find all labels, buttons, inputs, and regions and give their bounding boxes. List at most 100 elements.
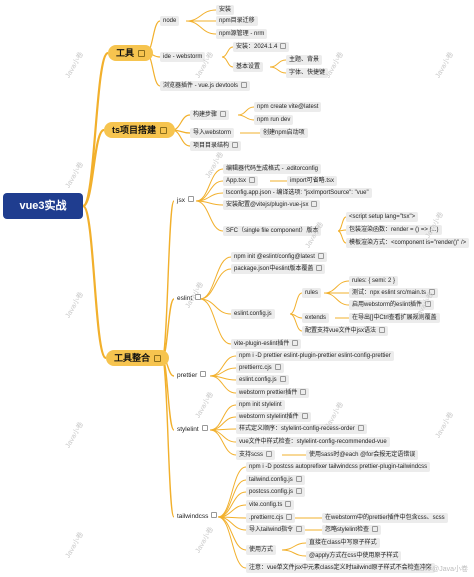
node-vite-config[interactable]: vite.config.ts <box>246 500 295 510</box>
node-browser-plugin[interactable]: 浏览器插件 - vue.js devtools <box>160 81 251 91</box>
node-rules-test[interactable]: 测试：npx eslint src/main.ts <box>349 288 439 298</box>
node-plugin-vue-jsx[interactable]: 安装配置@vitejs/plugin-vue-jsx <box>223 200 321 210</box>
note-icon <box>280 43 287 49</box>
node-create-vite[interactable]: npm create vite@latest <box>254 102 322 112</box>
node-eslint-init[interactable]: npm init @eslint/config@latest <box>231 252 327 262</box>
branch-ts-setup-label: ts项目搭建 <box>112 125 157 135</box>
node-label: @apply方式在css中使用原子样式 <box>309 553 399 559</box>
node-label: tailwind.config.js <box>249 477 293 483</box>
note-icon <box>295 476 302 482</box>
node-stylelint-order[interactable]: 样式定义顺序：stylelint-config-recess-order <box>236 424 367 434</box>
node-eslint-config[interactable]: eslint.config.js <box>231 309 275 319</box>
node-eslint[interactable]: eslint <box>174 294 204 304</box>
link <box>281 549 307 557</box>
node-render-fn[interactable]: 包装渲染函数：render = () => (...) <box>346 225 442 235</box>
node-label: webstorm stylelint插件 <box>239 414 299 420</box>
node-build-steps[interactable]: 构建步骤 <box>190 110 230 120</box>
node-prettierrc[interactable]: prettierrc.cjs <box>236 363 284 373</box>
link <box>209 416 237 431</box>
node-tw-prettierrc[interactable]: .prettierrc.cjs <box>246 513 296 523</box>
node-stylelint-scss[interactable]: 支持scss <box>236 450 276 460</box>
node-tailwind-config[interactable]: tailwind.config.js <box>246 475 305 485</box>
node-vue-jsx-syntax[interactable]: 配置支持vue文件中jsx语法 <box>302 326 389 336</box>
node-stylelint-vue[interactable]: vue文件中样式检查：stylelint-config-recommended-… <box>236 437 390 447</box>
node-font[interactable]: 字体、快捷键 <box>286 68 329 78</box>
node-rules[interactable]: rules <box>302 288 322 298</box>
node-stylelint-ws[interactable]: webstorm stylelint插件 <box>236 412 311 422</box>
node-tailwind[interactable]: tailwindcss <box>174 512 220 522</box>
note-icon <box>285 501 292 507</box>
node-prettier[interactable]: prettier <box>174 371 209 381</box>
node-vite-eslint[interactable]: vite-plugin-eslint插件 <box>231 339 302 349</box>
node-node[interactable]: node <box>160 16 180 26</box>
node-ide-install[interactable]: 安装：2024.1.4 <box>233 42 290 52</box>
branch-ts-setup[interactable]: ts项目搭建 <box>104 122 176 138</box>
node-tw-usage[interactable]: 使用方式 <box>246 545 277 555</box>
node-label: rules <box>305 290 319 296</box>
node-import-ws[interactable]: 导入webstorm <box>190 128 235 138</box>
root-node[interactable]: vue3实战 <box>3 193 83 219</box>
node-import-tsx[interactable]: import可省略.tsx <box>287 176 338 186</box>
node-sfc[interactable]: SFC（single file component）版本 <box>223 226 322 236</box>
note-icon <box>274 364 281 370</box>
node-script-setup[interactable]: <script setup lang="tsx"> <box>346 212 419 222</box>
link <box>185 9 217 22</box>
node-label: jsx <box>177 197 185 204</box>
node-theme[interactable]: 主题、背景 <box>286 55 323 65</box>
node-tsconfig[interactable]: tsconfig.app.json - 编译选项: "jsxImportSour… <box>223 188 372 198</box>
link <box>217 491 247 518</box>
node-install[interactable]: 安装 <box>216 5 235 15</box>
node-nrm[interactable]: npm源管理 - nrm <box>216 29 268 39</box>
branch-tools[interactable]: 工具 <box>108 45 154 61</box>
node-template-render[interactable]: 模板渲染方式：<component is="render()" /> <box>346 238 470 248</box>
node-app-tsx[interactable]: App.tsx <box>223 176 259 186</box>
node-label: 基本设置 <box>236 64 261 70</box>
node-basic-settings[interactable]: 基本设置 <box>233 62 264 72</box>
link <box>195 200 224 232</box>
node-npm-launch[interactable]: 创建npm启动项 <box>260 128 308 138</box>
node-label: 安装：2024.1.4 <box>236 44 278 50</box>
node-rules-ws[interactable]: 启用webstorm的eslint插件 <box>349 300 435 310</box>
node-ide[interactable]: ide - webstorm <box>160 52 206 62</box>
node-label: 包装渲染函数：render = () => (...) <box>349 227 439 233</box>
node-extends[interactable]: extends <box>302 313 330 323</box>
node-usage-apply[interactable]: @apply方式在css中使用原子样式 <box>306 551 402 561</box>
node-label: eslint <box>177 295 193 302</box>
node-label: 项目目录结构 <box>193 143 230 149</box>
node-tw-note[interactable]: 注意：vue单文件jsx中元素class定义时tailwind原子样式不会检查冲… <box>246 563 435 573</box>
node-npm-dir[interactable]: npm目录迁移 <box>216 16 258 26</box>
node-stylelint-init[interactable]: npm init stylelint <box>236 400 285 410</box>
node-sass-warning[interactable]: 使用sass时@each @for会报无定语错误 <box>306 450 419 460</box>
node-label: extends <box>305 315 327 321</box>
node-ws-prettier-scss[interactable]: 在webstorm中的prettier插件中包含css、scss <box>322 513 448 523</box>
node-usage-class[interactable]: 直接在class中写原子样式 <box>306 538 380 548</box>
node-label: npm i -D postcss autoprefixer tailwindcs… <box>249 464 428 470</box>
node-postcss-config[interactable]: postcss.config.js <box>246 487 306 497</box>
footer-credit: CSDN @Java小卷 <box>410 566 468 573</box>
node-stylelint[interactable]: stylelint <box>174 425 211 435</box>
branch-integration[interactable]: 工具整合 <box>106 350 170 366</box>
node-run-dev[interactable]: npm run dev <box>254 115 294 125</box>
link <box>209 429 237 456</box>
note-icon <box>220 111 227 117</box>
node-prettier-install[interactable]: npm i -D prettier eslint-plugin-prettier… <box>236 351 394 361</box>
node-prettier-eslint-config[interactable]: eslint.config.js <box>236 375 289 385</box>
note-icon <box>316 265 323 271</box>
node-label: tailwindcss <box>177 513 209 520</box>
link <box>281 542 307 551</box>
link <box>323 280 350 294</box>
node-rules-semi[interactable]: rules: { semi: 2 } <box>349 276 399 286</box>
note-icon <box>160 127 168 134</box>
node-jsx[interactable]: jsx <box>174 196 197 206</box>
node-structure[interactable]: 项目目录结构 <box>190 141 242 151</box>
node-eslint-override[interactable]: package.json中eslint版本覆盖 <box>231 264 326 274</box>
node-ignore-stylelint[interactable]: 忽略stylelint检查 <box>322 525 382 535</box>
node-label: npm run dev <box>257 117 291 123</box>
node-editorconfig[interactable]: 编辑器代码生成格式 - .editorconfig <box>223 164 322 174</box>
node-label: prettier <box>177 372 198 379</box>
node-label: npm init @eslint/config@latest <box>234 254 315 260</box>
node-tw-directive[interactable]: 导入tailwind指令 <box>246 525 306 535</box>
node-extends-ctrl[interactable]: 在导出[]中Ctrl查看扩展规则覆盖 <box>349 313 440 323</box>
node-tailwind-install[interactable]: npm i -D postcss autoprefixer tailwindcs… <box>246 462 431 472</box>
node-prettier-ws[interactable]: webstorm prettier插件 <box>236 388 310 398</box>
